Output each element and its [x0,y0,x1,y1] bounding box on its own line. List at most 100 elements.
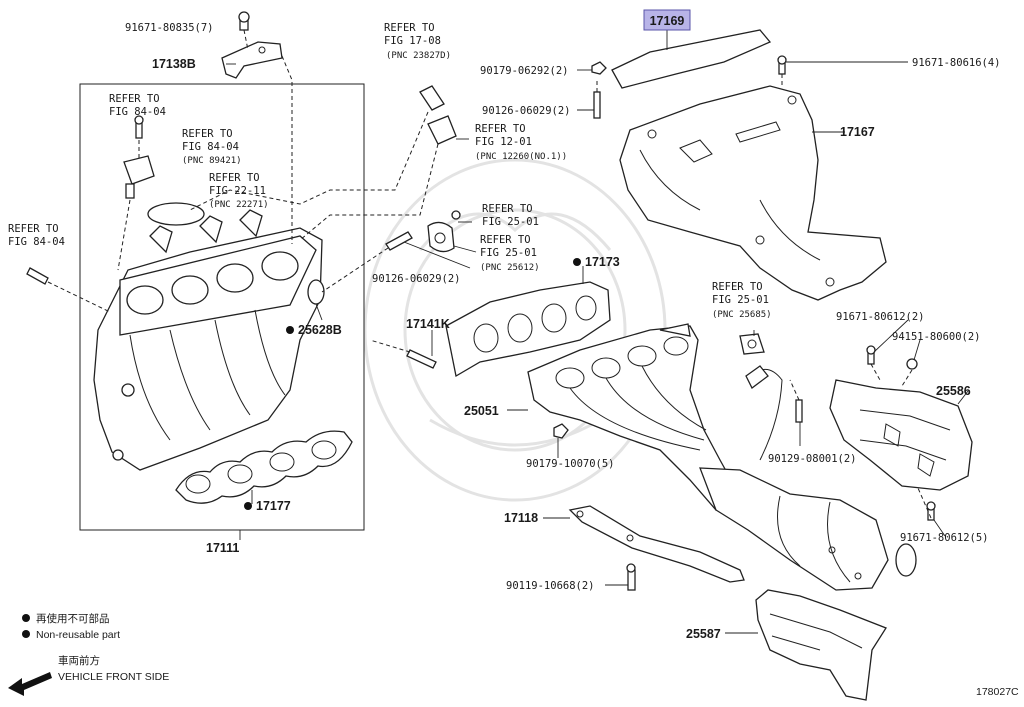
svg-text:FIG 84-04: FIG 84-04 [109,106,166,118]
egr-tube[interactable] [739,333,783,461]
label-fastener-90126-06029-mid[interactable]: 90126-06029(2) [372,273,461,285]
label-17118[interactable]: 17118 [504,511,538,525]
bolt-91671-top[interactable] [777,55,787,75]
svg-text:REFER TO: REFER TO [8,223,59,235]
ref-17-08[interactable]: REFER TO FIG 17-08 (PNC 23827D) [384,22,451,61]
nut-94151[interactable] [906,358,918,370]
svg-text:REFER TO: REFER TO [475,123,526,135]
ref-25-01-c[interactable]: REFER TO FIG 25-01 (PNC 25685) [712,281,772,320]
catalytic-converter[interactable] [699,467,917,591]
svg-text:REFER TO: REFER TO [109,93,160,105]
intake-manifold[interactable] [93,209,323,471]
label-17173[interactable]: 17173 [585,255,620,269]
nut-90179-lower[interactable] [553,423,569,439]
label-fastener-90179-10070[interactable]: 90179-10070(5) [526,458,615,470]
bolt-91671-lower[interactable] [926,501,936,521]
bracket-17138b[interactable] [221,11,283,79]
svg-text:REFER TO: REFER TO [209,172,260,184]
pressure-sensor[interactable] [123,155,155,199]
label-fastener-91671-80612-mid[interactable]: 91671-80612(2) [836,311,925,323]
ref-84-04-top[interactable]: REFER TO FIG 84-04 [109,93,166,118]
label-fastener-90119-10668[interactable]: 90119-10668(2) [506,580,595,592]
label-25051[interactable]: 25051 [464,404,499,418]
svg-text:FIG 25-01: FIG 25-01 [482,216,539,228]
label-17141k[interactable]: 17141K [406,317,450,331]
ref-22-11[interactable]: REFER TO FIG 22-11 (PNC 22271) [209,172,269,210]
label-fastener-91671-80835[interactable]: 91671-80835(7) [125,22,214,34]
front-arrow-icon [8,672,52,696]
ref-code: 178027C [976,686,1019,698]
bolt-91671-mid[interactable] [866,345,876,365]
svg-text:REFER TO: REFER TO [384,22,435,34]
svg-text:(PNC 89421): (PNC 89421) [182,156,242,166]
label-17177[interactable]: 17177 [256,499,291,513]
svg-text:FIG 22-11: FIG 22-11 [209,185,266,197]
label-fastener-91671-80612-lower[interactable]: 91671-80612(5) [900,532,989,544]
legend-en: Non-reusable part [36,629,120,641]
label-fastener-90179-06292[interactable]: 90179-06292(2) [480,65,569,77]
legend-jp: 再使用不可部品 [36,612,110,625]
label-fastener-90126-06029-top[interactable]: 90126-06029(2) [482,105,571,117]
ref-12-01[interactable]: REFER TO FIG 12-01 (PNC 12260(NO.1)) [475,123,567,162]
stud-90126-top[interactable] [593,91,601,119]
svg-text:REFER TO: REFER TO [482,203,533,215]
ref-25-01-a[interactable]: REFER TO FIG 25-01 [482,203,539,228]
label-fastener-90129-08001[interactable]: 90129-08001(2) [768,453,857,465]
hose-fitting[interactable] [419,85,457,145]
svg-text:FIG 12-01: FIG 12-01 [475,136,532,148]
ref-25-01-b[interactable]: REFER TO FIG 25-01 (PNC 25612) [480,234,540,273]
front-en: VEHICLE FRONT SIDE [58,671,169,683]
svg-text:REFER TO: REFER TO [182,128,233,140]
svg-text:(PNC 22271): (PNC 22271) [209,200,269,210]
non-reusable-dot-17173 [573,258,581,266]
gasket-ring[interactable] [307,279,325,305]
label-25586[interactable]: 25586 [936,384,971,398]
svg-text:FIG 84-04: FIG 84-04 [8,236,65,248]
heat-insulator-17167[interactable] [619,85,887,301]
exhaust-gasket[interactable] [445,281,611,378]
throttle-gasket[interactable] [147,202,205,226]
ref-84-04-left[interactable]: REFER TO FIG 84-04 [8,223,65,248]
leader-lines [226,30,969,634]
front-jp: 車両前方 [58,654,100,667]
svg-text:FIG 17-08: FIG 17-08 [384,35,441,47]
svg-text:FIG 25-01: FIG 25-01 [480,247,537,259]
svg-text:(PNC 12260(NO.1)): (PNC 12260(NO.1)) [475,152,567,162]
heat-insulator-25586[interactable] [829,379,973,491]
svg-text:FIG 25-01: FIG 25-01 [712,294,769,306]
stud-84-04[interactable] [134,115,144,139]
non-reusable-dot-17177 [244,502,252,510]
dashed-leaders [47,29,932,519]
bracket-17118[interactable] [568,505,745,583]
manifold-assembly-box [79,83,365,531]
label-17167[interactable]: 17167 [840,125,875,139]
ref-84-04-sensor[interactable]: REFER TO FIG 84-04 (PNC 89421) [182,128,242,166]
highlight-17169 [643,9,691,31]
label-17111[interactable]: 17111 [206,541,239,555]
heat-insulator-25587[interactable] [755,589,887,701]
stud-90126-center[interactable] [385,231,413,251]
bolt-90119[interactable] [626,563,636,591]
nut-90179-top[interactable] [591,61,607,75]
svg-text:(PNC 25685): (PNC 25685) [712,310,772,320]
legend: 再使用不可部品 Non-reusable part 車両前方 VEHICLE F… [8,612,169,696]
label-fastener-94151-80600[interactable]: 94151-80600(2) [892,331,981,343]
intake-gasket[interactable] [175,430,353,504]
label-fastener-91671-80616[interactable]: 91671-80616(4) [912,57,1001,69]
svg-text:(PNC 25612): (PNC 25612) [480,263,540,273]
label-25587[interactable]: 25587 [686,627,721,641]
svg-text:(PNC 23827D): (PNC 23827D) [386,51,451,61]
stud-90129[interactable] [795,399,803,423]
non-reusable-dot-25628b [286,326,294,334]
svg-text:REFER TO: REFER TO [712,281,763,293]
heat-insulator-17169[interactable] [611,29,772,89]
stud-left[interactable] [26,267,49,285]
flange-25612[interactable] [427,210,461,253]
svg-text:REFER TO: REFER TO [480,234,531,246]
label-17169[interactable]: 17169 [650,14,685,28]
label-25628b[interactable]: 25628B [298,323,342,337]
label-17138b[interactable]: 17138B [152,57,196,71]
stud-17141k[interactable] [406,349,437,369]
